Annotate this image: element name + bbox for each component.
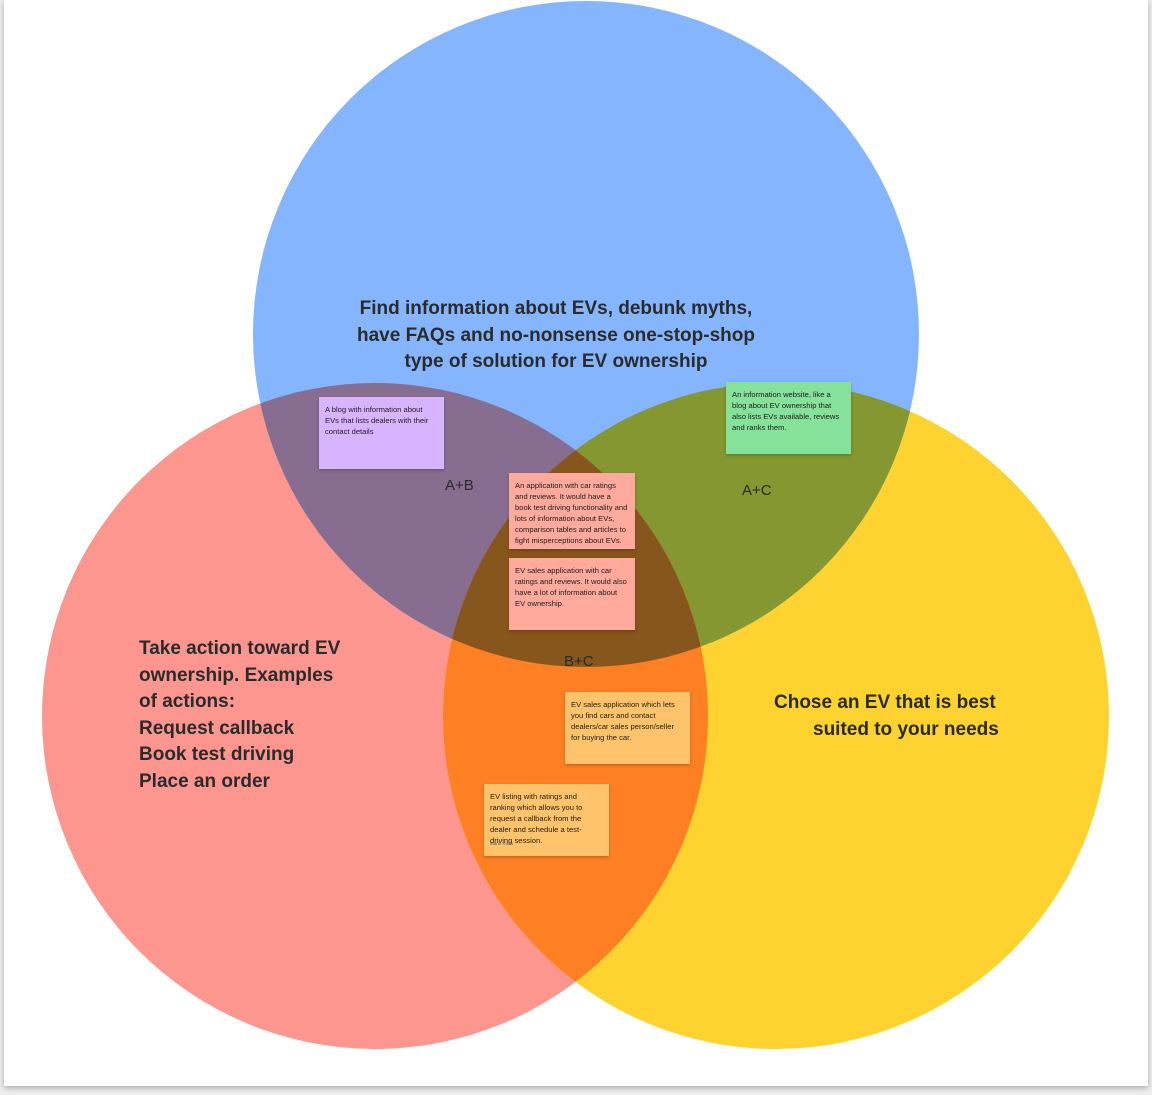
sticky-note[interactable]: An information website, like a blog abou… (726, 382, 851, 454)
sticky-note[interactable]: EV sales application which lets you find… (565, 692, 690, 764)
circle-c-text: Chose an EV that is best suited to your … (774, 690, 1034, 743)
zone-label-bc: B+C (564, 653, 594, 670)
sticky-note-text: A blog with information about EVs that l… (325, 405, 429, 436)
venn-diagram (42, 1, 1109, 1049)
sticky-note[interactable]: An application with car ratings and revi… (509, 473, 635, 549)
sticky-note-text: An application with car ratings and revi… (515, 481, 628, 545)
sticky-note[interactable]: A blog with information about EVs that l… (319, 397, 444, 469)
sticky-note-author: Marin Kurin (490, 841, 514, 847)
sticky-note-text: EV sales application which lets you find… (571, 700, 675, 742)
circle-c-line: Chose an EV that is best (774, 692, 996, 713)
circle-b-line: ownership. Examples (139, 664, 334, 686)
circle-a-text: Find information about EVs, debunk myths… (357, 298, 755, 372)
circle-b-text: Take action toward EV ownership. Example… (139, 636, 389, 795)
sticky-note-text: EV listing with ratings and ranking whic… (490, 792, 583, 845)
circle-b-line: Request callback (139, 717, 295, 739)
sticky-note[interactable]: EV listing with ratings and ranking whic… (484, 784, 609, 856)
zone-label-ac: A+C (742, 482, 772, 499)
venn-board: Find information about EVs, debunk myths… (4, 0, 1148, 1086)
sticky-note-text: EV sales application with car ratings an… (515, 566, 627, 608)
circle-b-line: Book test driving (139, 744, 295, 765)
sticky-note[interactable]: EV sales application with car ratings an… (509, 558, 635, 630)
circle-b-line: Place an order (139, 770, 270, 792)
circle-b-line: Take action toward EV (139, 638, 341, 659)
sticky-note-text: An information website, like a blog abou… (732, 390, 840, 432)
circle-b-line: of actions: (139, 691, 236, 712)
zone-label-ab: A+B (445, 477, 474, 494)
circle-c-line: suited to your needs (813, 718, 999, 740)
